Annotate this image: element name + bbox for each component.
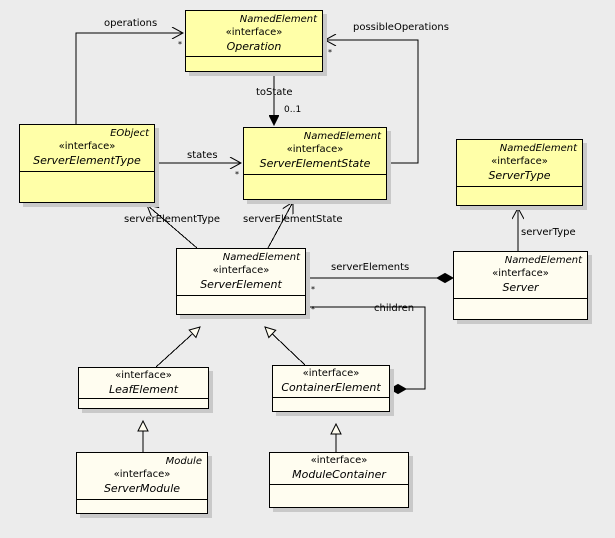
class-header: Module «interface» ServerModule bbox=[77, 453, 207, 500]
supertype-label: NamedElement bbox=[239, 14, 317, 25]
attributes-compartment bbox=[457, 187, 582, 205]
relation-label-states: states bbox=[187, 150, 218, 161]
class-header: NamedElement «interface» Server bbox=[454, 252, 587, 299]
supertype-label: NamedElement bbox=[222, 252, 300, 263]
stereotype-label: «interface» bbox=[491, 156, 548, 167]
box-frame: NamedElement «interface» Operation bbox=[185, 10, 323, 72]
stereotype-label: «interface» bbox=[492, 268, 549, 279]
attributes-compartment bbox=[77, 500, 207, 513]
box-frame: Module «interface» ServerModule bbox=[76, 452, 208, 514]
stereotype-label: «interface» bbox=[310, 455, 368, 466]
class-box-server-element[interactable]: NamedElement «interface» ServerElement bbox=[176, 248, 310, 319]
box-frame: NamedElement «interface» ServerType bbox=[456, 139, 583, 206]
relation-label-possible-operations: possibleOperations bbox=[353, 22, 449, 33]
class-name-label: ServerModule bbox=[103, 482, 181, 495]
relation-multiplicity-states: * bbox=[235, 170, 239, 179]
class-box-server[interactable]: NamedElement «interface» Server bbox=[453, 251, 592, 324]
class-name-label: ServerElementState bbox=[259, 157, 371, 170]
box-frame: EObject «interface» ServerElementType bbox=[19, 124, 155, 203]
class-box-operation[interactable]: NamedElement «interface» Operation bbox=[185, 10, 327, 76]
relation-label-children: children bbox=[374, 303, 415, 314]
attributes-compartment bbox=[270, 485, 408, 507]
class-header: EObject «interface» ServerElementType bbox=[20, 125, 154, 172]
class-name-label: ModuleContainer bbox=[292, 468, 386, 481]
generalization-container-element bbox=[264, 326, 306, 366]
box-frame: NamedElement «interface» Server bbox=[453, 251, 588, 320]
relation-multiplicity-server-elements: * bbox=[311, 285, 315, 294]
attributes-compartment bbox=[79, 399, 208, 408]
stereotype-label: «interface» bbox=[113, 469, 171, 480]
stereotype-label: «interface» bbox=[302, 368, 360, 379]
attributes-compartment bbox=[454, 299, 587, 319]
class-name-label: ContainerElement bbox=[281, 381, 381, 394]
relation-label-operations: operations bbox=[104, 18, 158, 29]
box-frame: «interface» ContainerElement bbox=[272, 365, 390, 412]
class-name-label: ServerElementType bbox=[33, 154, 141, 167]
connector-possible-operations bbox=[325, 40, 419, 164]
relation-multiplicity-possible-operations: * bbox=[328, 48, 332, 57]
class-header: NamedElement «interface» ServerType bbox=[457, 140, 582, 187]
class-box-server-element-state[interactable]: NamedElement «interface» ServerElementSt… bbox=[243, 127, 391, 204]
class-box-module-container[interactable]: «interface» ModuleContainer bbox=[269, 452, 413, 512]
class-header: «interface» LeafElement bbox=[79, 368, 208, 399]
box-frame: NamedElement «interface» ServerElement bbox=[176, 248, 306, 315]
connector-server-element-state bbox=[267, 202, 293, 249]
relation-label-server-type: serverType bbox=[521, 227, 576, 238]
class-box-server-type[interactable]: NamedElement «interface» ServerType bbox=[456, 139, 587, 210]
relation-label-to-state: toState bbox=[256, 87, 293, 98]
attributes-compartment bbox=[177, 296, 305, 314]
class-header: «interface» ContainerElement bbox=[273, 366, 389, 398]
stereotype-label: «interface» bbox=[225, 27, 283, 38]
connector-server-element-type bbox=[147, 205, 198, 249]
box-frame: «interface» ModuleContainer bbox=[269, 452, 409, 508]
class-header: «interface» ModuleContainer bbox=[270, 453, 408, 485]
attributes-compartment bbox=[20, 172, 154, 202]
class-name-label: ServerElement bbox=[200, 278, 282, 291]
attributes-compartment bbox=[273, 398, 389, 411]
relation-multiplicity-to-state: 0..1 bbox=[284, 105, 302, 115]
relation-label-server-element-type: serverElementType bbox=[124, 214, 221, 225]
relation-label-server-elements: serverElements bbox=[331, 262, 410, 273]
class-box-server-element-type[interactable]: EObject «interface» ServerElementType bbox=[19, 124, 159, 207]
box-frame: NamedElement «interface» ServerElementSt… bbox=[243, 127, 387, 200]
connector-children bbox=[306, 306, 426, 389]
connector-operations bbox=[75, 33, 183, 124]
supertype-label: NamedElement bbox=[499, 143, 577, 154]
relation-multiplicity-operations: * bbox=[178, 40, 182, 49]
class-name-label: LeafElement bbox=[108, 383, 179, 396]
supertype-label: EObject bbox=[110, 128, 149, 139]
generalization-leaf-element bbox=[155, 326, 201, 368]
supertype-label: NamedElement bbox=[303, 131, 381, 142]
attributes-compartment bbox=[186, 57, 322, 71]
class-box-container-element[interactable]: «interface» ContainerElement bbox=[272, 365, 394, 416]
class-name-label: Operation bbox=[226, 40, 282, 53]
supertype-label: NamedElement bbox=[504, 255, 582, 266]
class-header: NamedElement «interface» ServerElement bbox=[177, 249, 305, 296]
stereotype-label: «interface» bbox=[58, 141, 116, 152]
class-box-server-module[interactable]: Module «interface» ServerModule bbox=[76, 452, 212, 518]
stereotype-label: «interface» bbox=[286, 144, 344, 155]
class-box-leaf-element[interactable]: «interface» LeafElement bbox=[78, 367, 213, 413]
relation-multiplicity-children: * bbox=[311, 305, 315, 314]
attributes-compartment bbox=[244, 175, 386, 199]
class-header: NamedElement «interface» ServerElementSt… bbox=[244, 128, 386, 175]
class-header: NamedElement «interface» Operation bbox=[186, 11, 322, 57]
stereotype-label: «interface» bbox=[212, 265, 270, 276]
box-frame: «interface» LeafElement bbox=[78, 367, 209, 409]
class-name-label: ServerType bbox=[488, 169, 551, 182]
relation-label-server-element-state: serverElementState bbox=[243, 214, 343, 225]
class-name-label: Server bbox=[502, 281, 539, 294]
stereotype-label: «interface» bbox=[115, 370, 172, 381]
supertype-label: Module bbox=[165, 456, 202, 467]
